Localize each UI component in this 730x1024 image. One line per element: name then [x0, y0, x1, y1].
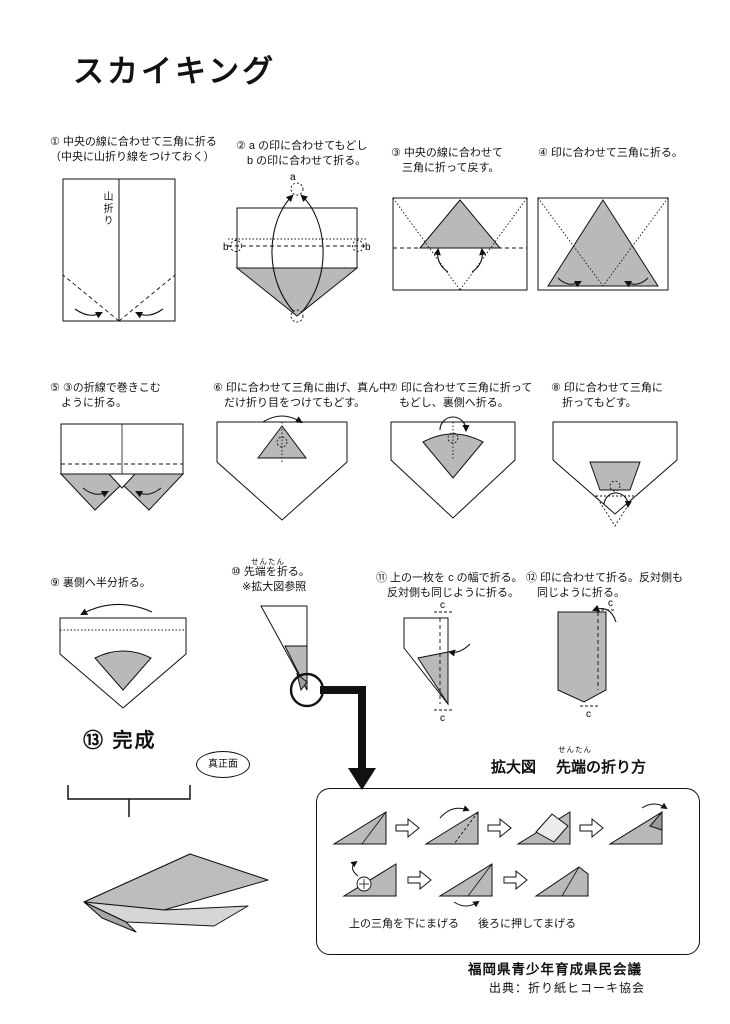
point-c-bottom-label: c [440, 713, 445, 724]
front-view-badge: 真正面 [196, 751, 250, 778]
step6-caption: ⑥ 印に合わせて三角に曲げ、真ん中 だけ折り目をつけてもどす。 [213, 382, 391, 410]
page-title: スカイキング [73, 54, 277, 89]
zoom-caption-right: 後ろに押してまげる [478, 918, 577, 930]
point-a-label: a [290, 172, 296, 183]
step10-caption: ⑩ 先端を折る。 ※拡大図参照 [231, 566, 310, 594]
mountain-fold-label: 山折り [101, 191, 112, 227]
step1-caption: ① 中央の線に合わせて三角に折る （中央に山折り線をつけておく） [50, 136, 217, 164]
zoom-caption-left: 上の三角を下にまげる [349, 918, 459, 930]
step10-furigana: せんたん [251, 557, 285, 566]
zoom-pointer-arrow [320, 686, 376, 790]
step11-caption: ⑪ 上の一枚を c の幅で折る。 反対側も同じように折る。 [376, 572, 523, 600]
zoom-title-sub: 先端の折り方 [556, 759, 647, 776]
footer-organization: 福岡県青少年育成県民会議 [468, 962, 642, 977]
step7-diagram [390, 416, 516, 519]
zoom-title-furigana: せんたん [558, 745, 592, 754]
step1-diagram [62, 178, 176, 322]
point-c-top-label: c [440, 600, 445, 611]
step2-diagram: a b b [223, 172, 371, 323]
zoom-title-main: 拡大図 [491, 759, 537, 776]
step5-caption: ⑤ ③の折線で巻きこむ ように折る。 [50, 382, 161, 410]
point-c-top-label: c [608, 598, 613, 609]
step2-caption: ② a の印に合わせてもどし b の印に合わせて折る。 [236, 140, 368, 168]
point-b-left-label: b [223, 242, 229, 253]
step4-caption: ④ 印に合わせて三角に折る。 [538, 147, 683, 159]
point-b-right-label: b [365, 242, 371, 253]
finished-bracket [67, 785, 191, 817]
footer-source: 出典：折り紙ヒコーキ協会 [489, 981, 646, 995]
step8-diagram [552, 421, 678, 527]
step3-caption: ③ 中央の線に合わせて 三角に折って戻す。 [391, 147, 503, 175]
step11-diagram: c c [403, 600, 471, 724]
step12-diagram: c c [557, 598, 617, 720]
step12-caption: ⑫ 印に合わせて折る。反対側も 同じように折る。 [526, 572, 684, 600]
step9-diagram [59, 603, 187, 709]
point-c-bottom-label: c [586, 709, 591, 720]
finished-airplane [83, 853, 269, 933]
zoom-steps-diagram [332, 802, 668, 908]
step3-diagram [392, 197, 528, 291]
step13-caption: ⑬ 完成 [83, 730, 157, 752]
step7-caption: ⑦ 印に合わせて三角に折って もどし、裏側へ折る。 [388, 382, 533, 410]
step10-diagram [260, 605, 325, 708]
step5-diagram [59, 423, 185, 511]
step4-diagram [537, 197, 669, 291]
step8-caption: ⑧ 印に合わせて三角に 折ってもどす。 [551, 382, 663, 410]
step9-caption: ⑨ 裏側へ半分折る。 [50, 577, 151, 589]
step6-diagram [216, 415, 348, 521]
